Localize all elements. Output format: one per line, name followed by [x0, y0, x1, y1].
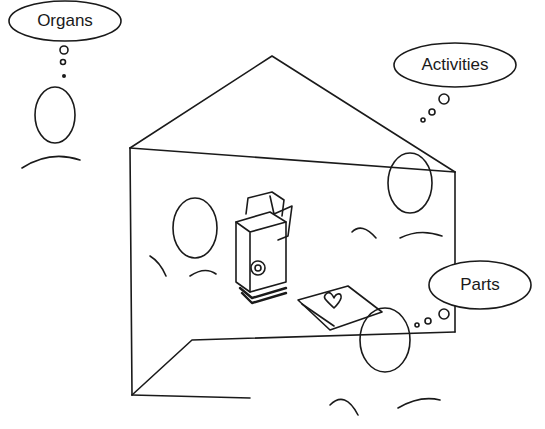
frame-edge [132, 332, 455, 395]
frame-edge [132, 395, 250, 398]
person-inside-left [150, 198, 217, 276]
bubble-label: Activities [421, 55, 488, 75]
thought-bubble: Organs [8, 0, 122, 42]
person-right [352, 153, 442, 238]
thought-trail [415, 309, 449, 327]
thought-trail [421, 94, 449, 122]
person-bottom-right [330, 308, 440, 415]
thought-bubble: Parts [428, 260, 532, 310]
thought-trail [60, 46, 68, 78]
thought-bubble: Activities [393, 42, 517, 88]
bubble-label: Organs [37, 11, 93, 31]
frame-edge [454, 172, 456, 332]
person-outside-left [22, 87, 80, 168]
bubble-text-wrap: Organs [8, 0, 122, 42]
frame-edge [130, 148, 455, 172]
bubble-text-wrap: Parts [428, 260, 532, 310]
paper-sheet [298, 286, 382, 330]
frame-edge [130, 148, 132, 395]
machine-drawing [236, 192, 292, 303]
bubble-label: Parts [460, 275, 500, 295]
bubble-text-wrap: Activities [393, 42, 517, 88]
